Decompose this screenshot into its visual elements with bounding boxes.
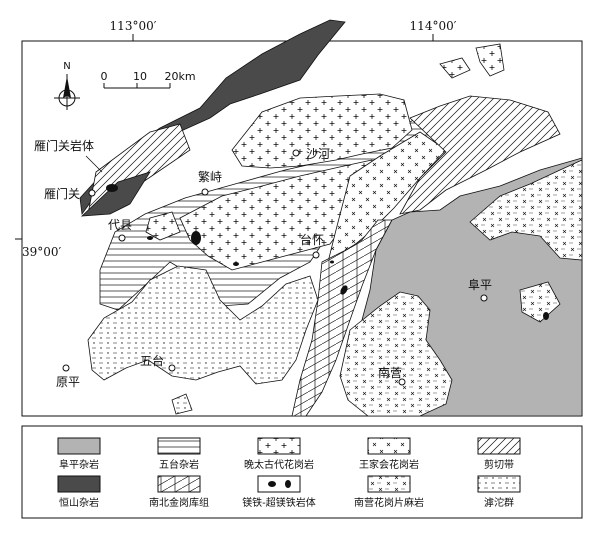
legend-swatch-late-archean-granite xyxy=(257,437,301,455)
legend-label-shear: 剪切带 xyxy=(484,458,514,471)
label-fanzhi: 繁峙 xyxy=(198,169,222,184)
label-wutai: 五台 xyxy=(140,353,164,368)
unit-granite-small3 xyxy=(475,43,505,77)
scale-tick-10: 10 xyxy=(133,70,147,83)
legend-label-wutai: 五台杂岩 xyxy=(159,458,199,471)
legend-swatch-shear xyxy=(477,437,521,455)
unit-nanbeijingangku xyxy=(291,219,393,417)
unit-granite-small1 xyxy=(145,211,181,241)
unit-granite-shahe xyxy=(231,93,413,169)
marker-wutai xyxy=(168,364,176,372)
unit-hutuo-small xyxy=(171,393,193,415)
legend-frame xyxy=(21,425,583,519)
label-yanmenguan: 雁门关 xyxy=(44,186,80,201)
lat-label: 39°00′ xyxy=(22,245,62,259)
legend-label-nanbeijingangku: 南北金岗库组 xyxy=(149,496,209,509)
scale-bar: 0 10 20km xyxy=(101,70,196,89)
legend-swatch-wangjiahui xyxy=(367,437,411,455)
label-taihuai: 台怀 xyxy=(300,232,324,247)
marker-daixian xyxy=(118,234,126,242)
unit-nanying-gneiss-ne xyxy=(469,159,583,261)
geologic-units xyxy=(79,19,583,417)
unit-granite-small2 xyxy=(439,57,471,79)
legend-label-late-archean-granite: 晚太古代花岗岩 xyxy=(244,458,314,471)
legend-label-hengshan: 恒山杂岩 xyxy=(59,496,99,509)
legend-swatch-nanbeijingangku xyxy=(157,475,201,493)
label-nanying: 南营 xyxy=(378,365,402,380)
legend-label-fuping: 阜平杂岩 xyxy=(59,458,99,471)
marker-yuanping xyxy=(62,364,70,372)
label-daixian: 代县 xyxy=(108,218,132,232)
north-arrow: N xyxy=(54,61,80,110)
unit-wangjiahui xyxy=(327,131,447,263)
unit-nanying-gneiss-e xyxy=(519,281,561,323)
legend-label-wangjiahui: 王家会花岗岩 xyxy=(359,458,419,471)
legend-swatch-hutuo xyxy=(477,475,521,493)
marker-fuping xyxy=(480,294,488,302)
marker-taihuai xyxy=(312,251,320,259)
north-label: N xyxy=(63,61,70,72)
scale-tick-20: 20km xyxy=(164,70,195,83)
marker-shahe xyxy=(292,149,300,157)
legend-swatch-hengshan xyxy=(57,475,101,493)
lon-label-left: 113°00′ xyxy=(110,19,157,33)
legend-swatch-wutai xyxy=(157,437,201,455)
label-yuanping: 原平 xyxy=(56,375,80,389)
legend-swatch-nanying xyxy=(367,475,411,493)
mafic-bodies xyxy=(106,184,549,320)
scale-tick-0: 0 xyxy=(101,70,108,83)
label-yanmenguan-rock: 雁门关岩体 xyxy=(34,138,94,153)
unit-shear-ne xyxy=(399,95,561,215)
marker-fanzhi xyxy=(201,188,209,196)
legend-swatch-fuping xyxy=(57,437,101,455)
label-shahe: 沙河 xyxy=(306,147,330,161)
legend-label-nanying: 南营花岗片麻岩 xyxy=(354,496,424,509)
legend-swatch-mafic xyxy=(257,475,301,493)
leader-yanmenguan-rock xyxy=(85,155,103,173)
lon-label-right: 114°00′ xyxy=(410,19,457,33)
legend: 阜平杂岩 五台杂岩 晚太古代花岗岩 王家会花岗岩 剪切带 恒山杂岩 南北金岗库组… xyxy=(57,437,521,509)
marker-yanmenguan xyxy=(88,189,96,197)
legend-label-hutuo: 滹沱群 xyxy=(484,496,514,509)
marker-nanying xyxy=(398,378,406,386)
place-labels: 雁门关岩体 雁门关 繁峙 沙河 代县 台怀 阜平 五台 原平 南营 xyxy=(34,138,492,389)
legend-label-mafic: 镁铁-超镁铁岩体 xyxy=(242,496,316,509)
unit-nanying-gneiss xyxy=(339,291,453,417)
unit-hutuo xyxy=(87,265,319,385)
label-fuping: 阜平 xyxy=(468,278,492,292)
